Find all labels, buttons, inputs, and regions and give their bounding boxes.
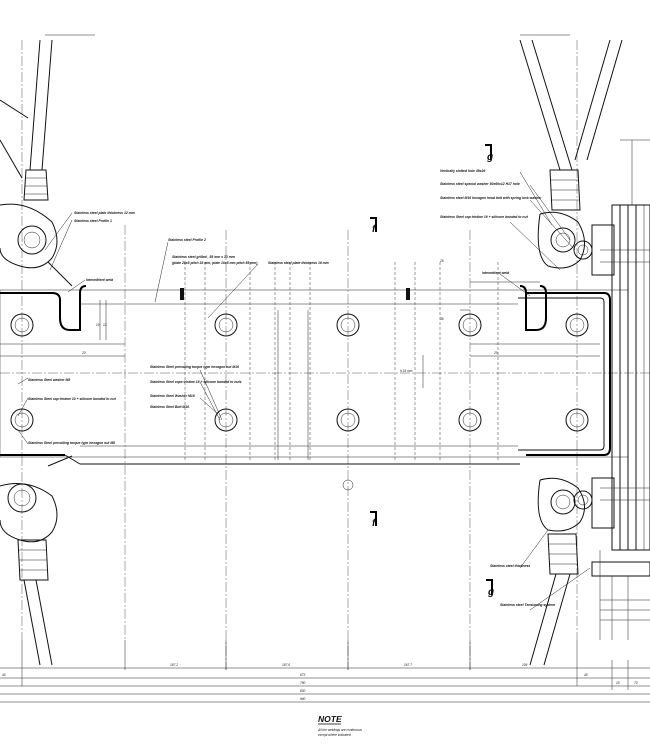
lower-bracket [591,477,615,529]
callout-tensioning: Stainless steel Tensioning system [500,603,555,607]
bolt-hole [458,408,482,432]
note-title: NOTE [318,714,342,724]
dim-20-left: 20 [81,351,86,355]
right-upper-turnbuckle [549,169,581,211]
callout-cap-tristine-mid: Stainless Steel cape tristine 16 + silic… [150,380,242,384]
callout-profile2: Stainless steel Profile 2 [168,238,206,242]
grilled-hatching [180,262,499,462]
callout-bolt-m16: Stainless Steel Bolt M16 [150,405,189,409]
callout-labels: Stainless steel plate thickness 12 mm St… [28,169,555,607]
callout-grilled-detail: (plate 25x5 pitch 33 mm, plate 10x5 mm p… [172,261,258,265]
callout-profile1: Stainless steel Profile 1 [74,219,112,223]
right-profile-flange [519,285,547,331]
left-profile-flange [51,285,87,331]
callout-special-washer: Stainless steel special washer 60x60x12 … [440,182,520,186]
dim-spacing-c: 167.7 [404,663,412,667]
dim-left-40: 40 [2,673,6,677]
dim-26: 26 [439,259,444,263]
dim-spacing-b: 167.6 [282,663,290,667]
bolt-hole [214,313,238,337]
right-upper-clevis [537,211,585,269]
bolt-hole [336,313,360,337]
left-upper-turnbuckle [23,169,49,201]
section-mark-g-bottom: g [486,579,494,598]
frame-outline [0,289,629,458]
dim-total-inner: 673 [300,673,306,677]
dim-spacing-a: 167.2 [170,663,178,667]
note-line-2: except where indicated [318,733,351,737]
callout-washer-m16: Stainless Steel Washer M16 [150,394,195,398]
right-profile-inner [518,297,605,451]
callout-slotted-hole: Vertically slotted hole 49x26 [440,169,485,173]
left-lower-rod [23,579,53,666]
callout-prevailing-mid: Stainless Steel prevailing torque type h… [150,365,239,369]
callout-grilled: Stainless steel grilled , 55 mm x 33 mm [172,255,235,259]
callout-hex-bolt: Stainless steel M16 hexagon head bolt wi… [440,196,542,200]
callout-steel-thickness: Stainless steel thickness [490,564,530,568]
dim-right-15: 15 [616,681,620,685]
dim-right-70: 70 [634,681,638,685]
right-lower-clevis [537,477,585,532]
bolt-hole [565,408,589,432]
grille-marker-right [406,288,410,300]
tension-system-base [591,561,650,577]
callout-plate12: Stainless steel plate thickness 12 mm [74,211,135,215]
dim-end-right: 109 [522,663,528,667]
note-block: NOTE All the weldings are continuous exc… [317,714,362,737]
right-tension-assembly [519,39,623,666]
leader-lines [17,171,591,611]
left-upper-rod [29,39,53,171]
left-tension-assembly [0,39,73,666]
section-mark-f-top: f [370,217,377,235]
left-diagonal [0,139,23,179]
svg-text:f: f [372,518,377,529]
callout-plate16: Stainless steel plate thickness 16 mm [268,261,329,265]
svg-text:g: g [486,152,493,163]
section-mark-f-bottom: f [370,511,377,529]
dim-20-right: 20 [493,351,498,355]
callout-intermittent-right: Intermittent weld [482,271,510,275]
callout-cap-tristine-right: Stainless Steel cap tristine 16 + silico… [440,215,529,219]
callout-washer-m8: Stainless Steel washer M8 [28,378,70,382]
bolt-hole [342,479,354,491]
main-frame [0,285,629,465]
grille-marker-left [180,288,184,300]
dim-height-mid: h 15 mm [400,369,413,373]
bolt-hole [10,313,34,337]
right-lower-turnbuckle [547,533,579,575]
left-lower-turnbuckle [17,539,49,581]
dim-right-40: 40 [584,673,588,677]
dim-10: 10 [96,323,100,327]
note-line-1: All the weldings are continuous [317,728,362,732]
bolt-hole [336,408,360,432]
dim-12: 12 [103,323,107,327]
section-mark-g-top: g [485,144,493,163]
svg-text:f: f [372,224,377,235]
svg-text:g: g [487,587,494,598]
callout-cap-tristine-left: Stainless Steel cap tristine 10 + silico… [28,397,117,401]
dim-total-overall: 940 [300,697,306,701]
left-profile-bottom-bend [64,454,81,465]
right-profile-channel [526,292,611,456]
right-upper-rod [519,39,573,171]
center-lines [0,34,650,670]
right-end-plate [573,139,650,640]
callout-intermittent-left: Intermittent weld [86,278,114,282]
dim-38: 38 [440,317,444,321]
left-upper-clevis [0,203,58,269]
dim-total-outer: 830 [300,689,306,693]
dimension-lines: 167.2 167.6 167.7 109 673 780 830 940 h … [0,259,650,703]
bolt-hole [214,408,238,432]
section-markers: f f g g [370,144,494,598]
bolt-holes [10,313,589,491]
callout-prevailing-left: Stainless Steel prevailing torque type h… [28,441,115,445]
left-lower-clevis [0,483,58,543]
bolt-hole [565,313,589,337]
right-lower-rod [529,573,571,666]
dim-total-mid: 780 [300,681,306,685]
bolt-hole [458,313,482,337]
